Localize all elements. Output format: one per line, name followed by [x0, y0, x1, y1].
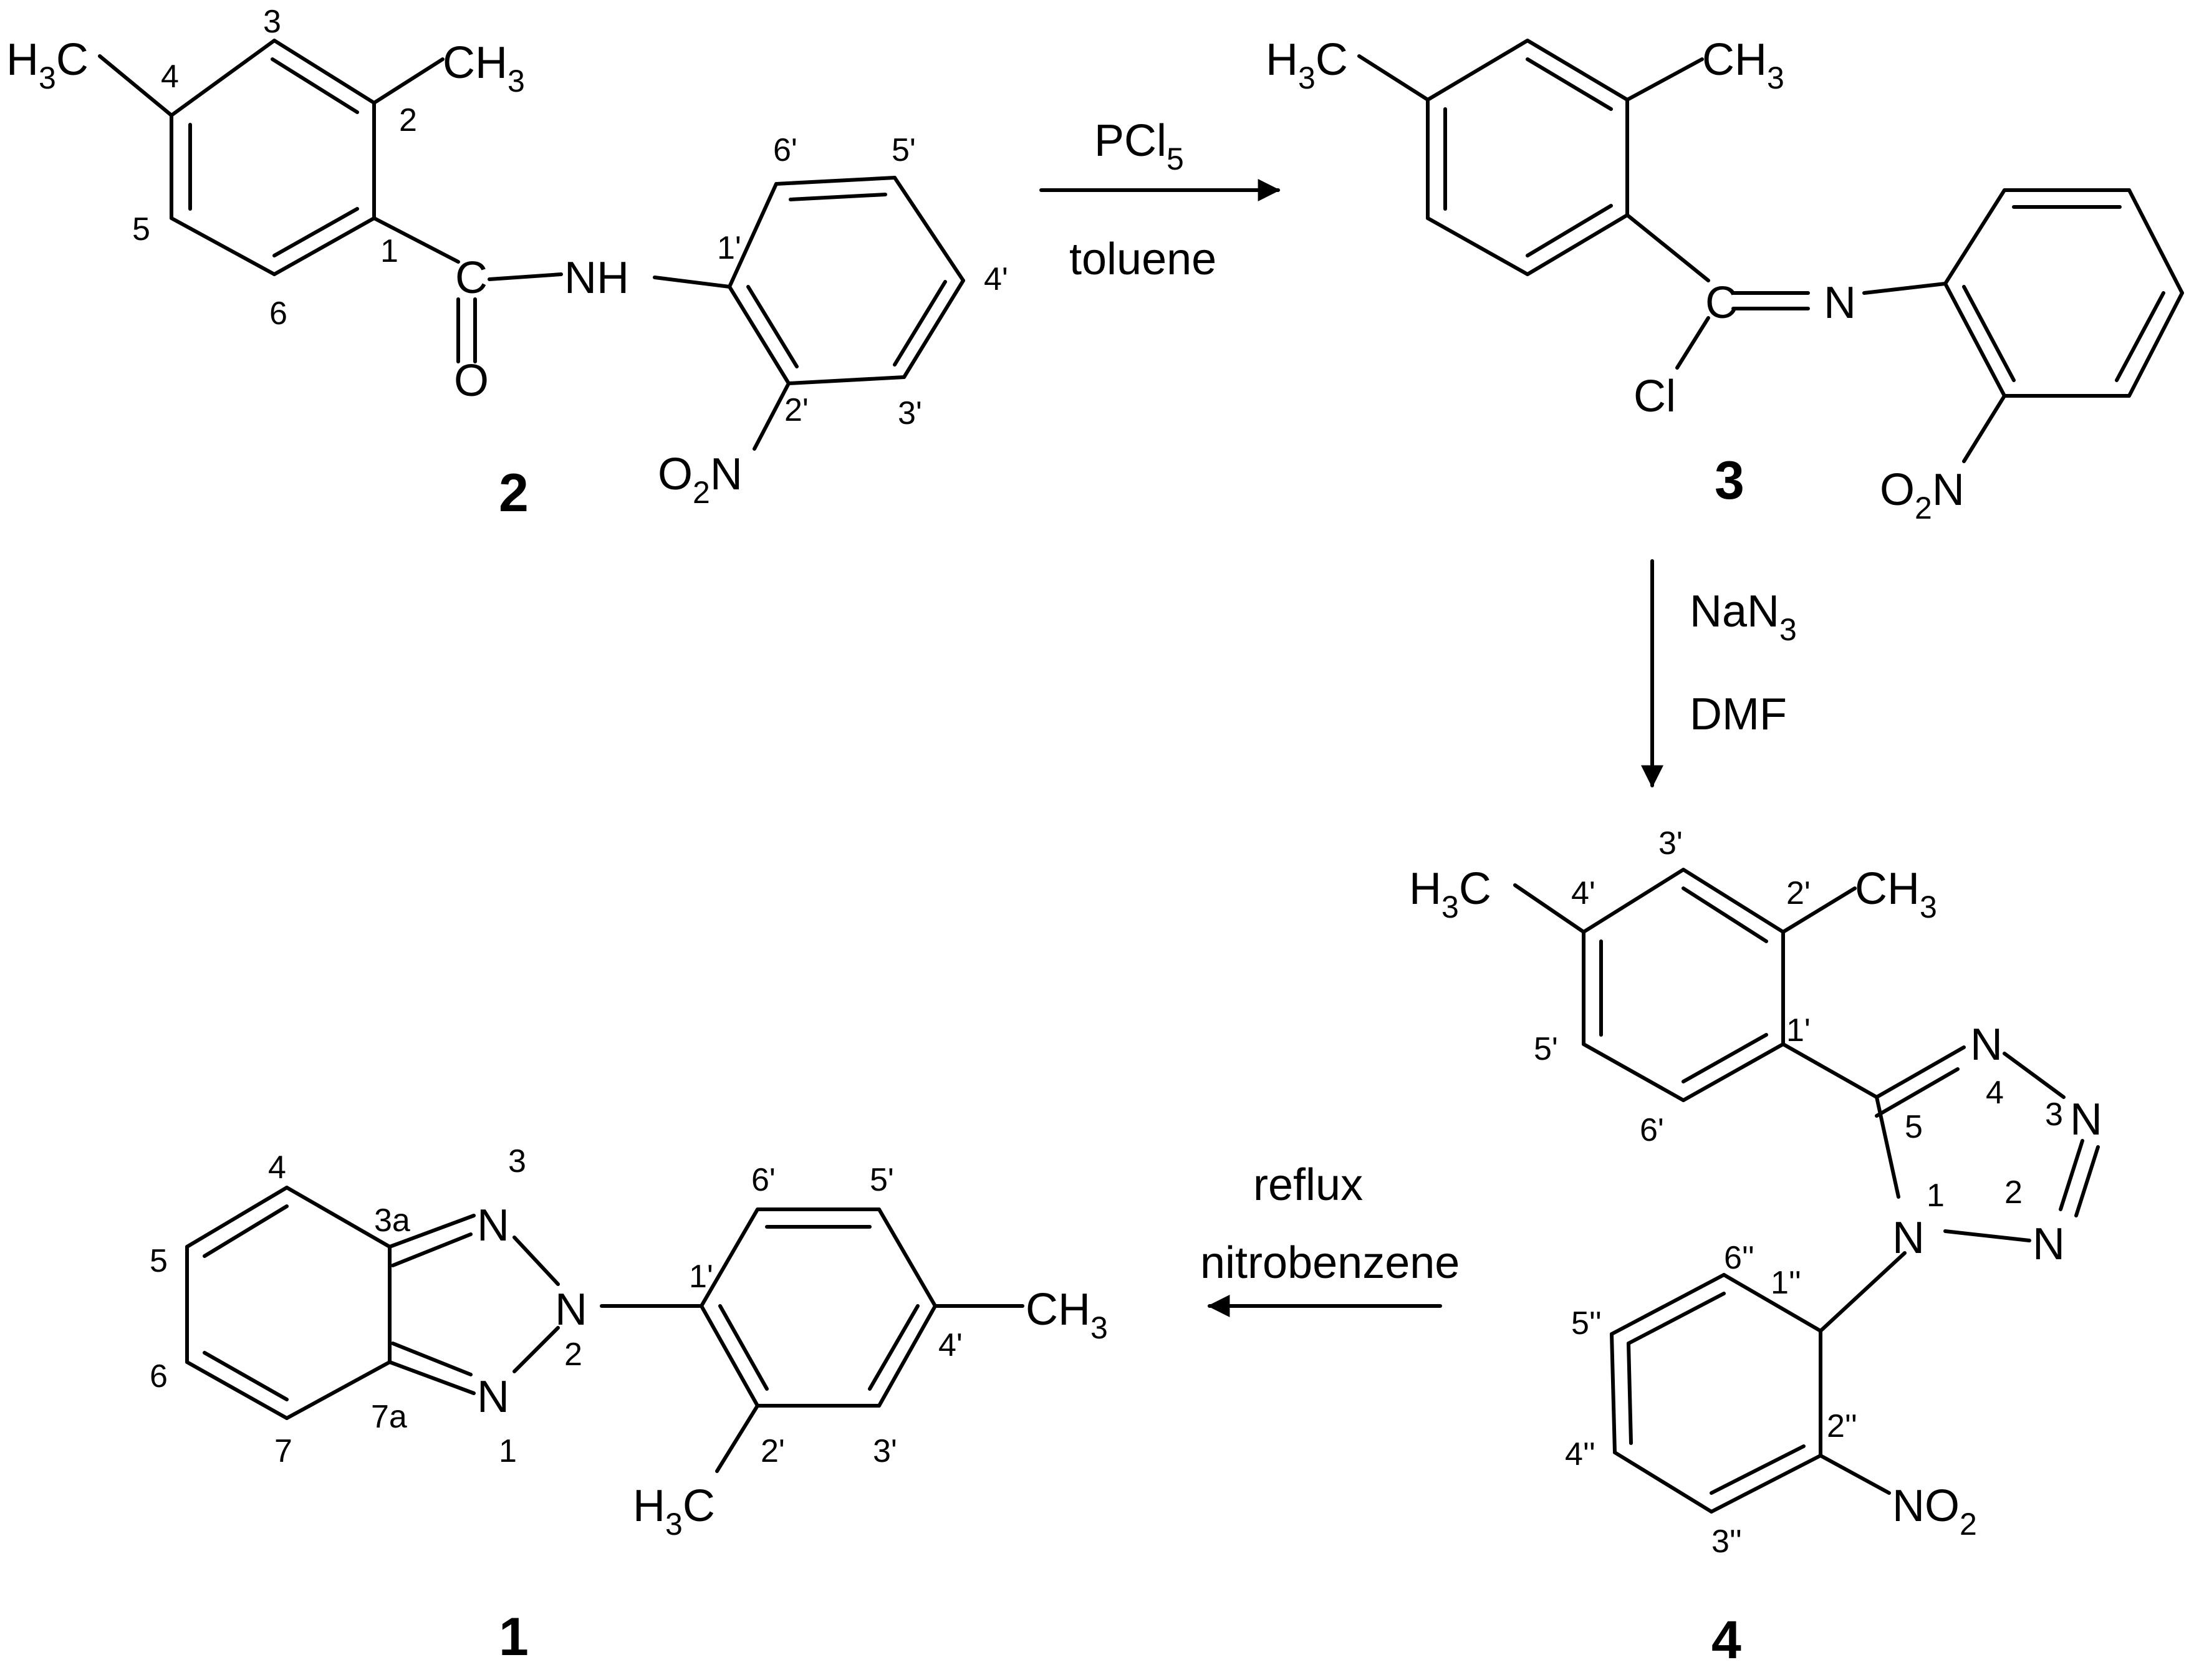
compound-3-bonds — [1357, 39, 2184, 463]
locant: 2' — [784, 392, 809, 428]
locant: 4 — [268, 1150, 286, 1186]
locant: 5 — [132, 211, 150, 247]
methyl-group-ch3: CH3 — [443, 38, 525, 98]
locant: 7 — [274, 1433, 292, 1469]
carbonyl-oxygen: O — [454, 356, 489, 406]
methyl-group-h3c: H3C — [633, 1481, 715, 1542]
reaction-arrow-2: NaN3 DMF — [1641, 559, 1797, 788]
locant: 5 — [150, 1243, 168, 1279]
condition-reflux: reflux — [1253, 1160, 1363, 1210]
locant: 2'' — [1827, 1408, 1857, 1444]
locant: 3' — [1658, 825, 1683, 862]
locant: 3' — [898, 395, 922, 431]
solvent-nitrobenzene: nitrobenzene — [1200, 1238, 1460, 1288]
triazole-n2: N — [555, 1285, 587, 1335]
locant: 6' — [751, 1162, 776, 1198]
locant: 2' — [761, 1433, 785, 1469]
solvent-dmf: DMF — [1690, 689, 1787, 739]
compound-1-bonds — [185, 1186, 1024, 1473]
locant: 1' — [689, 1259, 713, 1295]
locant: 2 — [399, 102, 417, 138]
locant: 1' — [717, 230, 741, 266]
compound-4-structure: H3C CH3 N N N N NO2 3' 4' 2' 5' 1' 6' 4 … — [1409, 825, 2102, 1670]
locant: 4 — [1986, 1075, 2004, 1111]
reaction-arrow-1: PCl5 toluene — [1039, 116, 1281, 284]
compound-1-structure: N N N CH3 H3C 4 3 3a 5 6 7a 7 1 2 6' 5' … — [150, 1143, 1108, 1667]
triazole-n3: N — [477, 1201, 509, 1250]
locant: 5' — [892, 132, 916, 168]
reagent-pcl5: PCl5 — [1094, 116, 1184, 176]
locant: 4' — [984, 261, 1008, 297]
reaction-arrow-3: reflux nitrobenzene — [1200, 1160, 1460, 1317]
imine-nitrogen: N — [1824, 278, 1856, 328]
compound-1-labels: N N N CH3 H3C 4 3 3a 5 6 7a 7 1 2 6' 5' … — [150, 1143, 1108, 1542]
nitro-group-no2: NO2 — [1892, 1481, 1977, 1542]
methyl-group-ch3: CH3 — [1026, 1285, 1108, 1345]
amide-nh: NH — [564, 253, 629, 303]
compound-3-labels: H3C CH3 C N Cl O2N — [1266, 35, 1965, 526]
compound-4-bonds — [1513, 868, 2100, 1514]
compound-label-2: 2 — [499, 463, 529, 523]
solvent-toluene: toluene — [1069, 234, 1216, 284]
compound-4-labels: H3C CH3 N N N N NO2 3' 4' 2' 5' 1' 6' 4 … — [1409, 825, 2102, 1560]
locant: 1 — [380, 233, 398, 269]
locant: 4' — [1571, 875, 1595, 911]
locant: 5'' — [1571, 1305, 1602, 1342]
methyl-group-ch3: CH3 — [1855, 864, 1937, 924]
tetrazole-n1: N — [1892, 1213, 1925, 1263]
compound-label-1: 1 — [499, 1607, 529, 1667]
compound-label-3: 3 — [1715, 451, 1744, 511]
locant: 6 — [269, 295, 287, 332]
locant: 7a — [371, 1399, 407, 1435]
imidoyl-carbon: C — [1705, 278, 1738, 328]
locant: 3 — [2045, 1097, 2063, 1133]
locant: 1' — [1786, 1012, 1811, 1049]
locant: 2 — [564, 1337, 582, 1373]
locant: 3a — [374, 1202, 410, 1239]
compound-2-structure: H3C CH3 C O NH O2N 3 4 2 5 1 6 6' 5' 1' … — [6, 4, 1008, 523]
locant: 5 — [1905, 1109, 1923, 1145]
triazole-n1: N — [477, 1372, 509, 1422]
reagent-nan3: NaN3 — [1690, 587, 1797, 647]
methyl-group-h3c: H3C — [1409, 864, 1491, 924]
nitro-group-o2n: O2N — [1880, 465, 1965, 526]
locant: 4 — [161, 59, 179, 95]
locant: 1 — [499, 1433, 517, 1469]
locant: 5' — [1534, 1031, 1558, 1067]
locant: 3' — [873, 1433, 897, 1469]
carbonyl-carbon: C — [455, 253, 488, 303]
chlorine-atom: Cl — [1633, 372, 1676, 421]
locant: 2' — [1786, 875, 1811, 911]
locant: 3 — [263, 4, 281, 40]
locant: 3'' — [1711, 1524, 1742, 1560]
locant: 2 — [2004, 1174, 2023, 1211]
nitro-group-o2n: O2N — [658, 449, 743, 510]
locant: 6' — [773, 132, 797, 168]
locant: 6 — [150, 1358, 168, 1394]
compound-3-structure: H3C CH3 C N Cl O2N 3 — [1266, 35, 2184, 526]
locant: 1'' — [1771, 1265, 1801, 1301]
locant: 6' — [1640, 1112, 1664, 1148]
compound-2-bonds — [98, 39, 965, 451]
methyl-group-h3c: H3C — [6, 35, 89, 95]
tetrazole-n2: N — [2033, 1219, 2065, 1269]
locant: 1 — [1927, 1178, 1945, 1214]
compound-label-4: 4 — [1711, 1610, 1741, 1670]
tetrazole-n4: N — [1970, 1020, 2003, 1070]
methyl-group-h3c: H3C — [1266, 35, 1348, 95]
compound-2-labels: H3C CH3 C O NH O2N 3 4 2 5 1 6 6' 5' 1' … — [6, 4, 1008, 510]
locant: 4'' — [1565, 1436, 1595, 1472]
locant: 5' — [870, 1162, 894, 1198]
methyl-group-ch3: CH3 — [1702, 35, 1784, 95]
locant: 6'' — [1724, 1240, 1754, 1276]
locant: 3 — [508, 1143, 526, 1179]
tetrazole-n3: N — [2070, 1095, 2102, 1145]
locant: 4' — [938, 1327, 963, 1363]
